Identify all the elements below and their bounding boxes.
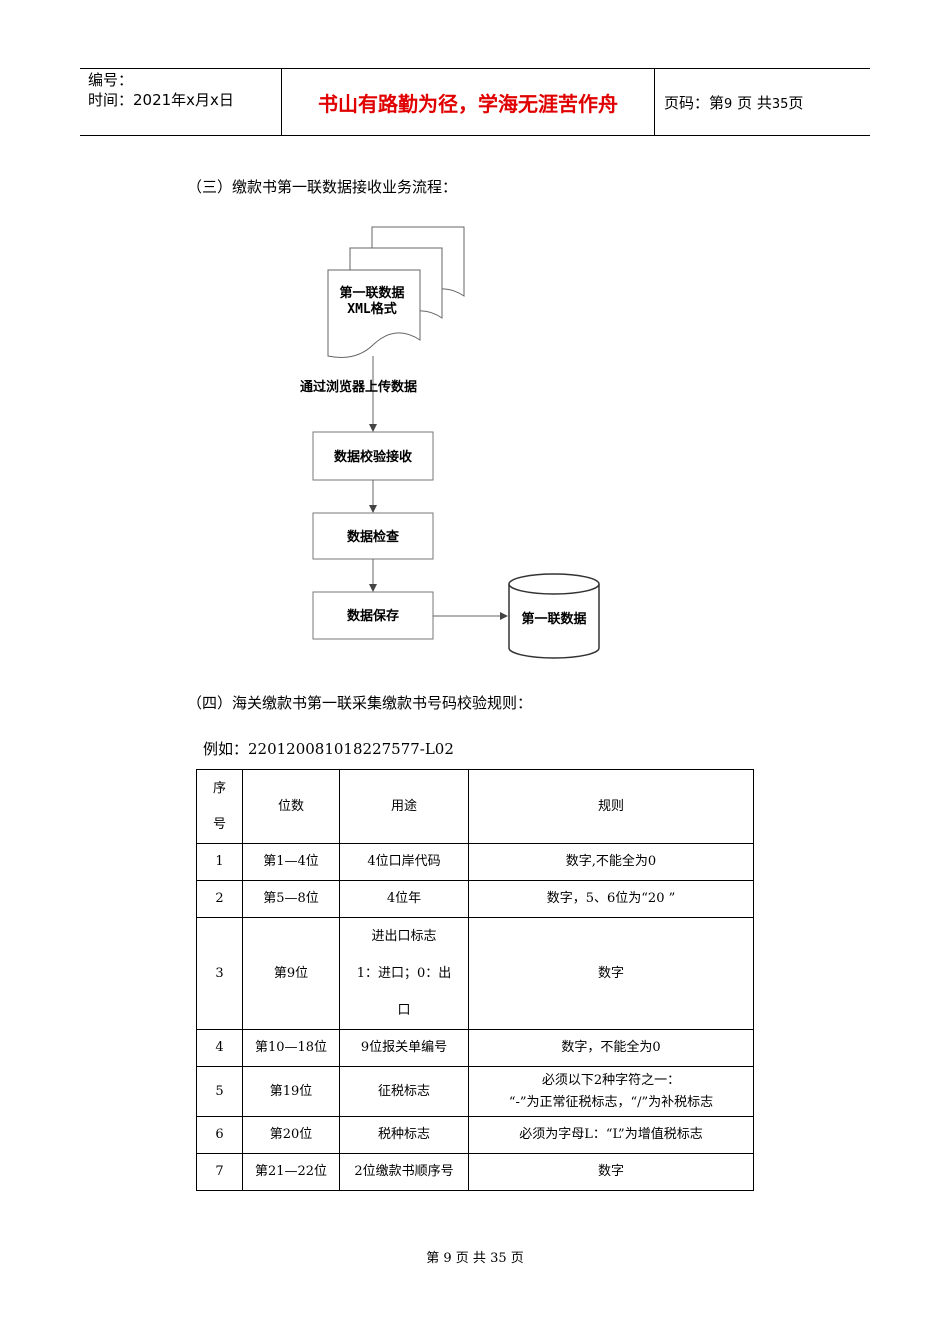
table-row: 1 第1—4位 4位口岸代码 数字,不能全为0 [196, 843, 754, 881]
step2-label: 数据检查 [347, 529, 400, 545]
cell-purpose: 征税标志 [339, 1066, 469, 1117]
header-no-line1: 序 [212, 780, 226, 796]
cell-rule: 必须以下2种字符之一： “-”为正常征税标志，“/”为补税标志 [468, 1066, 754, 1117]
arrowhead-step3 [369, 584, 377, 592]
arrowhead-step1 [369, 424, 377, 432]
cell-no: 5 [196, 1066, 243, 1117]
cell-purpose: 4位口岸代码 [339, 843, 469, 881]
cell-digits: 第20位 [242, 1116, 340, 1154]
page-current: 9 [724, 97, 733, 112]
cell-purpose-line2: 1：进口；0：出 [356, 966, 452, 981]
cell-rule: 数字 [468, 1153, 754, 1191]
header-rule: 规则 [468, 769, 754, 844]
table-row: 6 第20位 税种标志 必须为字母L：“L”为增值税标志 [196, 1116, 754, 1154]
cell-rule: 数字 [468, 917, 754, 1030]
page-footer: 第 9 页 共 35 页 [0, 1247, 950, 1266]
database-cylinder-body [508, 584, 600, 659]
database-label: 第一联数据 [521, 611, 586, 627]
example-number: 例如：220120081018227577-L02 [203, 740, 454, 758]
cell-digits: 第10—18位 [242, 1029, 340, 1067]
cell-rule-line1: 必须以下2种字符之一： [541, 1072, 681, 1088]
cell-purpose-line1: 进出口标志 [371, 929, 437, 944]
section3-heading: （三）缴款书第一联数据接收业务流程： [187, 178, 458, 196]
header-purpose: 用途 [339, 769, 469, 844]
cell-purpose: 税种标志 [339, 1116, 469, 1154]
cell-rule: 必须为字母L：“L”为增值税标志 [468, 1116, 754, 1154]
page-total: 35 [771, 97, 789, 112]
header-left-block: 编号： 时间：2021年x月x日 [88, 70, 234, 110]
step1-box [312, 431, 434, 481]
document-label-line2: XML格式 [347, 301, 396, 317]
table-row: 3 第9位 进出口标志 1：进口；0：出 口 数字 [196, 917, 754, 1030]
table-row: 4 第10—18位 9位报关单编号 数字，不能全为0 [196, 1029, 754, 1067]
page-middle: 页 共 [737, 94, 772, 112]
document-front-shape [327, 269, 421, 358]
cell-digits: 第21—22位 [242, 1153, 340, 1191]
cell-no: 7 [196, 1153, 243, 1191]
rules-table: 序 号 位数 用途 规则 1 第1—4位 4位口岸代码 数字,不能全为0 2 第… [196, 769, 754, 1191]
cell-rule: 数字，不能全为0 [468, 1029, 754, 1067]
step3-label: 数据保存 [347, 608, 399, 624]
step2-box [312, 512, 434, 560]
cell-purpose: 9位报关单编号 [339, 1029, 469, 1067]
arrowhead-step2 [369, 505, 377, 513]
table-row: 5 第19位 征税标志 必须以下2种字符之一： “-”为正常征税标志，“/”为补… [196, 1066, 754, 1117]
database-cylinder-top [508, 573, 600, 595]
page-suffix: 页 [788, 94, 804, 112]
page-prefix: 页码：第 [664, 94, 725, 112]
table-row: 2 第5—8位 4位年 数字，5、6位为“20 ” [196, 880, 754, 918]
cell-rule-line2: “-”为正常征税标志，“/”为补税标志 [508, 1094, 714, 1110]
arrowhead-database [500, 612, 508, 620]
header-divider-right [654, 68, 655, 136]
section4-heading: （四）海关缴款书第一联采集缴款书号码校验规则： [187, 694, 533, 712]
cell-no: 3 [196, 917, 243, 1030]
header-divider-left [281, 68, 282, 136]
header-top-rule [80, 68, 870, 69]
cell-no: 4 [196, 1029, 243, 1067]
cell-digits: 第5—8位 [242, 880, 340, 918]
header-no: 序 号 [196, 769, 243, 844]
footer-total: 35 [490, 1251, 507, 1266]
cell-purpose: 2位缴款书顺序号 [339, 1153, 469, 1191]
header-no-line2: 号 [212, 816, 226, 832]
flowchart: 第一联数据 XML格式 通过浏览器上传数据 数据校验接收 数据检查 数据保存 第… [300, 226, 600, 659]
footer-prefix: 第 [426, 1251, 440, 1266]
time-label: 时间：2021年x月x日 [88, 91, 234, 109]
cell-purpose: 4位年 [339, 880, 469, 918]
header-page-number: 页码：第9 页 共35页 [664, 92, 803, 113]
cell-no: 6 [196, 1116, 243, 1154]
cell-digits: 第19位 [242, 1066, 340, 1117]
footer-suffix: 页 [510, 1251, 524, 1266]
step3-box [312, 591, 434, 640]
header-digits: 位数 [242, 769, 340, 844]
footer-middle: 页 共 [455, 1251, 486, 1266]
table-header-row: 序 号 位数 用途 规则 [196, 769, 754, 844]
cell-purpose: 进出口标志 1：进口；0：出 口 [339, 917, 469, 1030]
cell-no: 2 [196, 880, 243, 918]
header-bottom-rule [80, 135, 870, 136]
document-label-line1: 第一联数据 [339, 285, 404, 301]
cell-digits: 第1—4位 [242, 843, 340, 881]
cell-no: 1 [196, 843, 243, 881]
cell-digits: 第9位 [242, 917, 340, 1030]
cell-rule: 数字，5、6位为“20 ” [468, 880, 754, 918]
cell-purpose-line3: 口 [397, 1003, 411, 1018]
serial-label: 编号： [88, 71, 134, 89]
cell-rule: 数字,不能全为0 [468, 843, 754, 881]
step1-label: 数据校验接收 [334, 449, 413, 465]
header-motto: 书山有路勤为径，学海无涯苦作舟 [318, 92, 618, 116]
upload-arrow-label: 通过浏览器上传数据 [300, 379, 417, 395]
table-row: 7 第21—22位 2位缴款书顺序号 数字 [196, 1153, 754, 1191]
footer-current: 9 [443, 1251, 452, 1266]
